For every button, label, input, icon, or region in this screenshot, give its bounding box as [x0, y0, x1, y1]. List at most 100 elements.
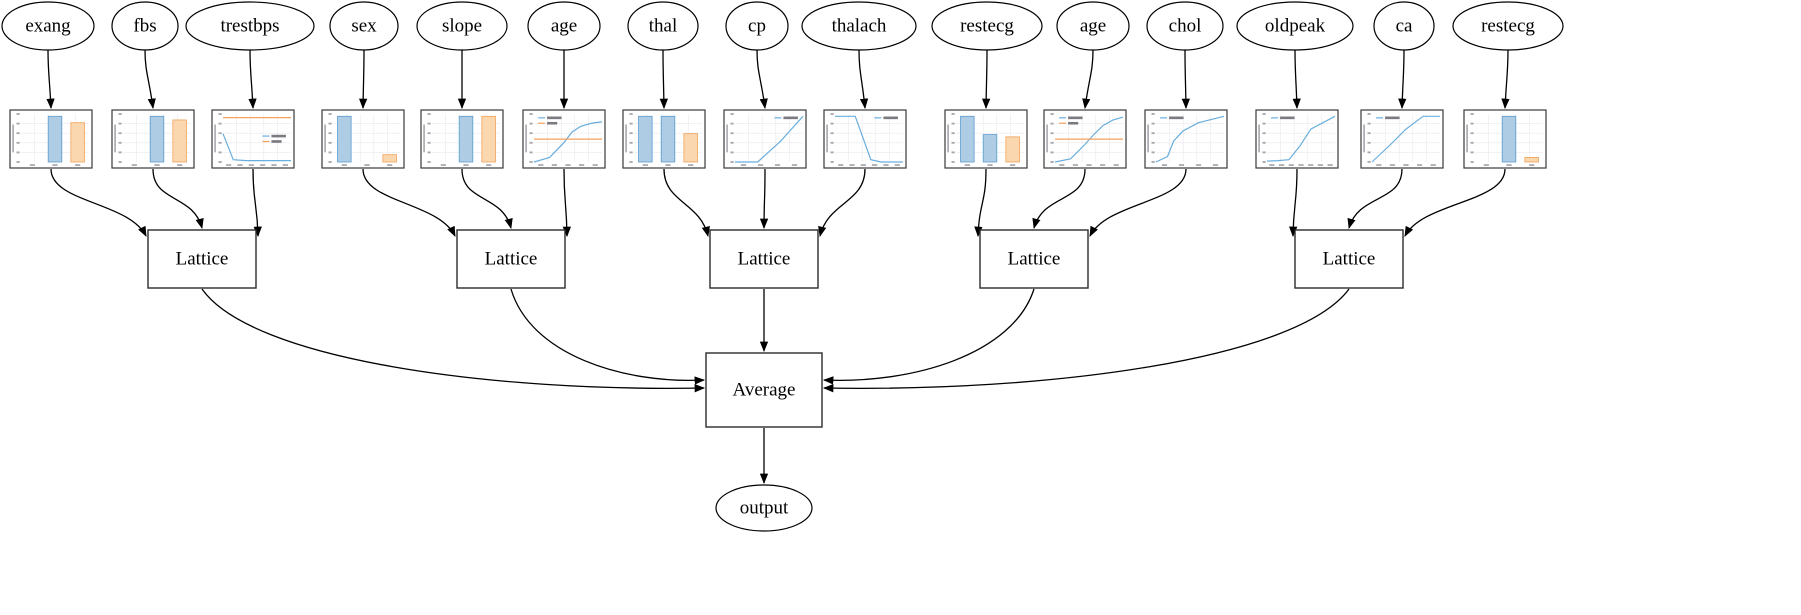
input-node-cp-7[interactable]: cp: [725, 1, 789, 51]
x-tick-label: [1059, 164, 1065, 166]
calibrator-chart-thal: [622, 109, 706, 169]
output-node[interactable]: output: [715, 484, 813, 532]
calibrator-chart-fbs: [111, 109, 195, 169]
lattice-box[interactable]: [979, 229, 1089, 289]
lattice-box[interactable]: [709, 229, 819, 289]
y-tick-label: [1470, 141, 1474, 144]
x-tick-label: [248, 164, 254, 166]
output-ellipse[interactable]: [715, 484, 813, 532]
legend-label-calibrated: [783, 116, 798, 120]
node-ellipse[interactable]: [1236, 1, 1354, 51]
node-ellipse[interactable]: [1056, 1, 1130, 51]
x-tick-label: [237, 164, 243, 166]
node-ellipse[interactable]: [627, 1, 699, 51]
lattice-box[interactable]: [1294, 229, 1404, 289]
input-node-oldpeak-12[interactable]: oldpeak: [1236, 1, 1354, 51]
lattice-box[interactable]: [147, 229, 257, 289]
y-tick-label: [118, 122, 122, 125]
input-node-sex-3[interactable]: sex: [329, 1, 399, 51]
edge-restecg-to-calibrator: [1501, 49, 1510, 110]
input-node-label: trestbps: [220, 15, 279, 36]
input-node-fbs-1[interactable]: fbs: [111, 1, 179, 51]
y-tick-label: [16, 113, 20, 115]
input-node-label: oldpeak: [1265, 15, 1326, 36]
y-tick-label: [1367, 151, 1371, 154]
y-tick-label: [951, 122, 955, 125]
legend-label-calibrated: [1280, 116, 1295, 120]
x-tick-label: [177, 164, 183, 166]
edge-lattice-2-to-average: [510, 288, 706, 385]
node-ellipse[interactable]: [527, 1, 601, 51]
y-tick-label: [529, 151, 533, 154]
bar-missing: [382, 154, 397, 163]
series-calibrated: [533, 121, 603, 163]
bar-missing: [481, 115, 496, 163]
y-tick-label: [1367, 161, 1371, 163]
x-tick-label: [131, 164, 137, 166]
average-box[interactable]: [705, 352, 823, 428]
plot-area: [1055, 114, 1123, 162]
x-tick-label: [849, 164, 855, 166]
input-node-ca-13[interactable]: ca: [1373, 1, 1435, 51]
y-tick-label: [629, 151, 633, 154]
x-tick-label: [463, 164, 469, 166]
x-tick-label: [551, 164, 557, 166]
lattice-node-5[interactable]: Lattice: [1294, 229, 1404, 289]
input-node-thal-6[interactable]: thal: [627, 1, 699, 51]
legend-label-calibrated: [547, 116, 562, 120]
input-node-label: age: [1080, 15, 1106, 36]
lattice-node-3[interactable]: Lattice: [709, 229, 819, 289]
x-tick-label: [592, 164, 598, 166]
bar-0: [337, 115, 352, 163]
node-ellipse[interactable]: [931, 1, 1043, 51]
input-node-restecg-14[interactable]: restecg: [1452, 1, 1564, 51]
node-ellipse[interactable]: [1373, 1, 1435, 51]
x-tick-label: [282, 164, 288, 166]
legend-label-missing: [547, 121, 558, 125]
node-ellipse[interactable]: [1146, 1, 1224, 51]
input-node-age-5[interactable]: age: [527, 1, 601, 51]
node-ellipse[interactable]: [329, 1, 399, 51]
node-ellipse[interactable]: [801, 1, 917, 51]
input-node-label: ca: [1396, 15, 1413, 36]
node-ellipse[interactable]: [1452, 1, 1564, 51]
x-tick-label: [1417, 164, 1423, 166]
node-ellipse[interactable]: [185, 1, 315, 51]
series-calibrated: [835, 115, 903, 163]
lattice-box[interactable]: [456, 229, 566, 289]
y-axis-title: [1258, 124, 1260, 153]
x-tick-label: [1178, 164, 1185, 166]
y-tick-label: [730, 132, 734, 135]
input-node-restecg-9[interactable]: restecg: [931, 1, 1043, 51]
edge-calibrator-13-to-lattice-5: [1347, 168, 1403, 230]
y-tick-label: [218, 132, 222, 135]
input-node-slope-4[interactable]: slope: [416, 1, 508, 51]
y-axis-title: [1363, 124, 1365, 153]
x-tick-label: [1298, 164, 1304, 166]
node-ellipse[interactable]: [725, 1, 789, 51]
average-node[interactable]: Average: [705, 352, 823, 428]
lattice-node-1[interactable]: Lattice: [147, 229, 257, 289]
input-node-age-10[interactable]: age: [1056, 1, 1130, 51]
edge-age-to-calibrator: [1082, 49, 1094, 110]
input-node-chol-11[interactable]: chol: [1146, 1, 1224, 51]
calibrator-chart-age: [1043, 109, 1127, 169]
y-tick-label: [830, 113, 834, 115]
lattice-node-2[interactable]: Lattice: [456, 229, 566, 289]
node-ellipse[interactable]: [1, 1, 95, 51]
y-tick-label: [1050, 122, 1054, 125]
y-tick-label: [1050, 141, 1054, 144]
plot-area: [1372, 114, 1440, 162]
lattice-node-4[interactable]: Lattice: [979, 229, 1089, 289]
y-tick-label: [730, 161, 734, 163]
node-ellipse[interactable]: [416, 1, 508, 51]
y-tick-label: [16, 151, 20, 154]
x-tick-label: [1376, 164, 1382, 166]
input-node-trestbps-2[interactable]: trestbps: [185, 1, 315, 51]
node-ellipse[interactable]: [111, 1, 179, 51]
input-node-exang-0[interactable]: exang: [1, 1, 95, 51]
legend-label-calibrated: [271, 134, 286, 138]
x-tick-label: [838, 164, 844, 166]
plot-area: [223, 114, 291, 162]
input-node-thalach-8[interactable]: thalach: [801, 1, 917, 51]
